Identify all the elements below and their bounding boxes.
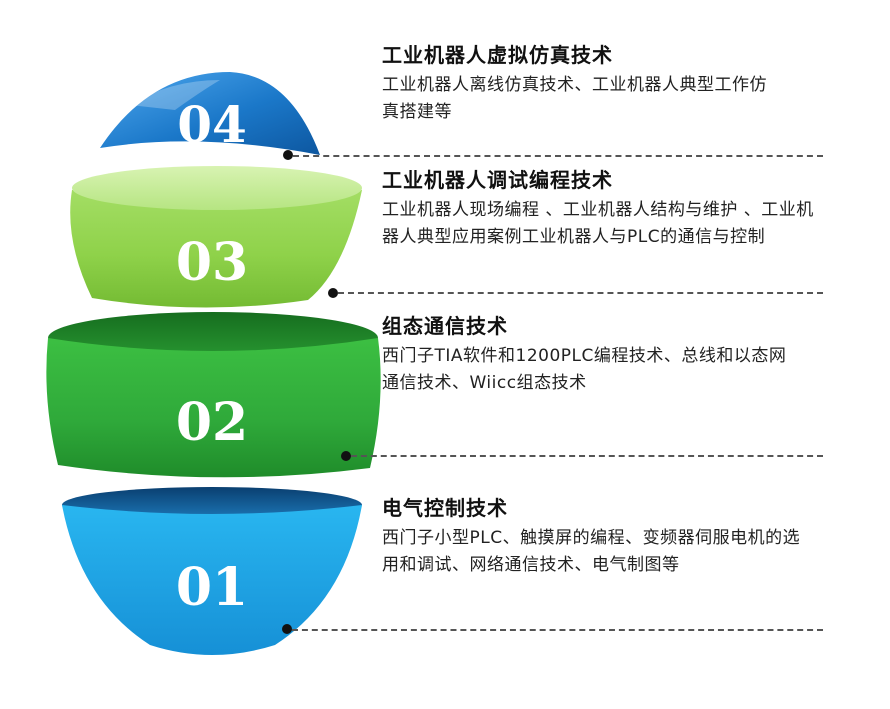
layer-02-shape [46, 312, 381, 478]
entry-04-title: 工业机器人虚拟仿真技术 [382, 43, 613, 67]
entry-03-title: 工业机器人调试编程技术 [382, 168, 613, 192]
layer-01-number: 01 [176, 557, 248, 618]
entry-02-title: 组态通信技术 [382, 314, 508, 338]
layer-04-shape [100, 72, 320, 155]
connector-dot-01 [282, 624, 292, 634]
layer-01-shape [62, 487, 362, 655]
layer-04-number: 04 [177, 95, 247, 154]
entry-01-description: 西门子小型PLC、触摸屏的编程、变频器伺服电机的选用和调试、网络通信技术、电气制… [382, 528, 801, 575]
entry-03: 工业机器人调试编程技术 工业机器人现场编程 、工业机器人结构与维护 、工业机器人… [382, 167, 822, 251]
entry-01-title: 电气控制技术 [382, 496, 508, 520]
layer-03-number: 03 [176, 232, 248, 293]
entry-03-description: 工业机器人现场编程 、工业机器人结构与维护 、工业机器人典型应用案例工业机器人与… [382, 200, 814, 247]
entry-01: 电气控制技术 西门子小型PLC、触摸屏的编程、变频器伺服电机的选用和调试、网络通… [382, 495, 822, 579]
entry-04: 工业机器人虚拟仿真技术 工业机器人离线仿真技术、工业机器人典型工作仿真搭建等 [382, 42, 822, 126]
divider-line-04 [293, 155, 823, 157]
layer-02-number: 02 [176, 392, 248, 453]
connector-dot-03 [328, 288, 338, 298]
connector-dot-04 [283, 150, 293, 160]
entry-02-description: 西门子TIA软件和1200PLC编程技术、总线和以态网通信技术、Wiicc组态技… [382, 346, 787, 393]
entry-04-description: 工业机器人离线仿真技术、工业机器人典型工作仿真搭建等 [382, 75, 767, 122]
entry-02: 组态通信技术 西门子TIA软件和1200PLC编程技术、总线和以态网通信技术、W… [382, 313, 822, 397]
divider-line-02 [351, 455, 823, 457]
layer-03-shape [70, 166, 362, 308]
divider-line-03 [338, 292, 823, 294]
divider-line-01 [292, 629, 823, 631]
connector-dot-02 [341, 451, 351, 461]
